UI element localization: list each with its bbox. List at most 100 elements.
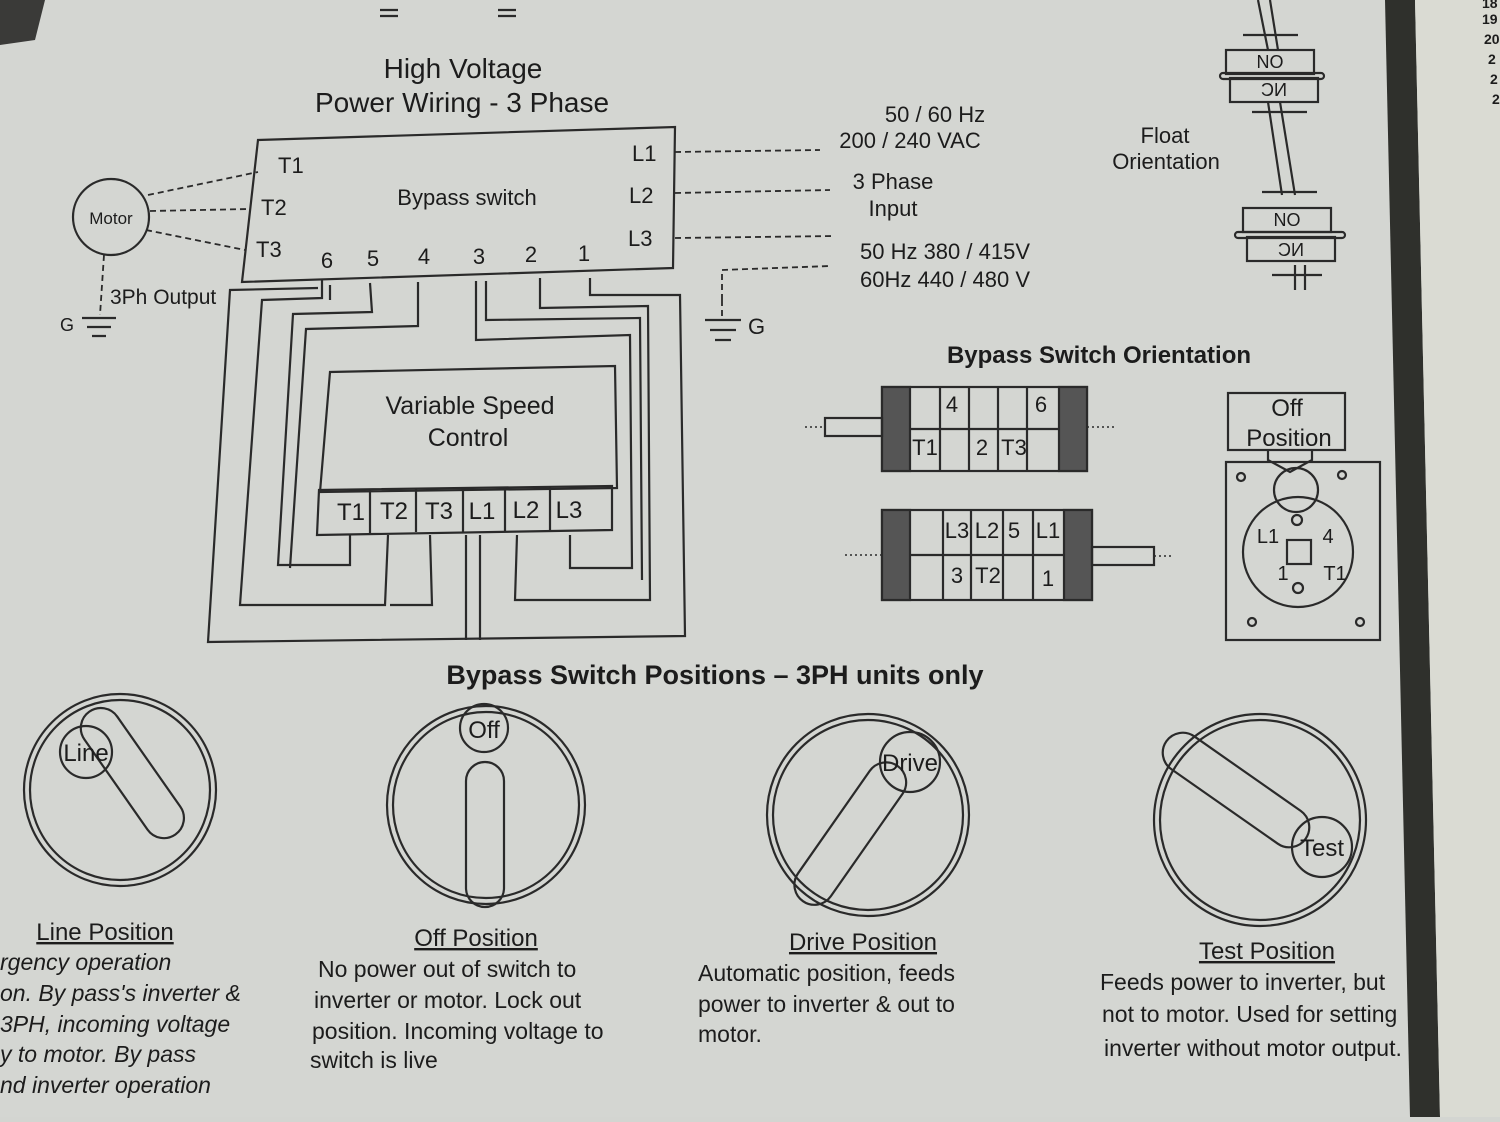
label-text: Float: [1141, 123, 1190, 148]
label-text: 200 / 240 VAC: [839, 128, 981, 153]
label-text: Drive Position: [789, 929, 937, 956]
label-text: rgency operation: [0, 949, 171, 975]
label-text: 2: [976, 435, 988, 460]
label-text: 2: [1488, 51, 1496, 67]
label-text: on. By pass's inverter &: [0, 980, 241, 1006]
label-text: L1: [1036, 518, 1060, 543]
label-text: Off Position: [414, 925, 538, 952]
position-drive: Drive Drive Position Automatic position,…: [698, 712, 971, 1047]
label-text: NO: [1257, 52, 1284, 72]
label-text: inverter or motor. Lock out: [314, 987, 582, 1013]
label-text: High Voltage: [384, 53, 543, 84]
label-text: Automatic position, feeds: [698, 960, 955, 986]
label-text: Line Position: [36, 919, 173, 946]
float-orientation: Float Orientation NO NC NO NC: [1112, 0, 1347, 290]
label-text: T1: [337, 499, 365, 526]
label-text: 18: [1482, 0, 1498, 11]
label-text: 6: [1035, 392, 1047, 417]
label-text: switch is live: [310, 1047, 438, 1073]
label-text: T1: [278, 153, 304, 178]
label-text: 5: [367, 246, 379, 271]
label-text: No power out of switch to: [318, 956, 576, 982]
label-text: T2: [975, 563, 1001, 588]
label-text: 2: [1492, 91, 1500, 107]
label-text: Input: [869, 196, 918, 221]
label-text: G: [60, 315, 74, 335]
label-text: 4: [418, 244, 430, 269]
label-text: Position: [1246, 425, 1331, 452]
label-text: 50 / 60 Hz: [885, 102, 985, 127]
label-text: Bypass Switch Orientation: [947, 342, 1251, 369]
label-text: Off: [468, 717, 500, 744]
label-text: 5: [1008, 518, 1020, 543]
label-text: L2: [629, 183, 653, 208]
label-text: 1: [1277, 563, 1288, 585]
label-text: y to motor. By pass: [0, 1041, 196, 1067]
label-text: 19: [1482, 11, 1498, 27]
label-text: 6: [321, 248, 333, 273]
label-text: 2: [1490, 71, 1498, 87]
label-text: L3: [556, 497, 583, 524]
interconnect-wires: [206, 278, 687, 644]
label-text: T3: [1001, 435, 1027, 460]
label-text: 20: [1484, 31, 1500, 47]
label-text: T3: [425, 498, 453, 525]
bypass-switch-box: T1 T2 T3 Bypass switch L1 L2 L3 6 5 4 3 …: [240, 125, 677, 284]
label-text: 3: [473, 244, 485, 269]
label-text: Test: [1300, 835, 1344, 862]
label-text: NO: [1274, 210, 1301, 230]
label-text: Power Wiring - 3 Phase: [315, 87, 609, 118]
label-text: Motor: [89, 209, 133, 228]
label-text: 3 Phase: [853, 169, 934, 194]
variable-speed-control: Variable Speed Control T1 T2 T3 L1 L2 L3: [315, 364, 619, 537]
label-text: 3PH, incoming voltage: [0, 1011, 230, 1037]
label-text: L1: [632, 141, 656, 166]
label-text: Test Position: [1199, 938, 1335, 965]
position-line: Line Line Position rgency operation on. …: [0, 692, 241, 1098]
label-text: T1: [1323, 563, 1346, 585]
label-text: T1: [912, 435, 938, 460]
label-text: 50 Hz 380 / 415V: [860, 239, 1030, 264]
label-text: 4: [946, 392, 958, 417]
label-text: Orientation: [1112, 149, 1220, 174]
label-text: L3: [945, 518, 969, 543]
label-text: L3: [628, 226, 652, 251]
label-text: Feeds power to inverter, but: [1100, 969, 1386, 995]
label-text: power to inverter & out to: [698, 991, 955, 1017]
label-text: inverter without motor output.: [1104, 1035, 1402, 1061]
label-text: 1: [578, 241, 590, 266]
edge-numbers: 18 19 20 2 2 2: [1482, 0, 1500, 107]
label-text: L1: [1257, 526, 1279, 548]
label-text: not to motor. Used for setting: [1102, 1001, 1397, 1027]
label-text: Variable Speed: [385, 392, 554, 420]
diagram-title: High Voltage Power Wiring - 3 Phase: [315, 53, 609, 118]
label-text: G: [748, 314, 765, 339]
label-text: 4: [1322, 526, 1333, 548]
label-text: T2: [261, 195, 287, 220]
label-text: T3: [256, 237, 282, 262]
label-text: L2: [513, 497, 540, 524]
label-text: position. Incoming voltage to: [312, 1018, 604, 1044]
position-test: Test Test Position Feeds power to invert…: [1100, 712, 1402, 1061]
label-text: Off: [1271, 395, 1303, 422]
motor: Motor 3Ph Output G: [60, 171, 259, 338]
label-text: T2: [380, 498, 408, 525]
label-edge: [1385, 0, 1440, 1117]
label-text: 3: [951, 563, 963, 588]
label-text: 3Ph Output: [110, 286, 216, 309]
label-text: 1: [1042, 566, 1054, 591]
label-text: Bypass switch: [397, 185, 536, 210]
input-lines: 50 / 60 Hz 200 / 240 VAC 3 Phase Input 5…: [674, 102, 1030, 342]
label-text: NC: [1261, 80, 1287, 100]
label-text: motor.: [698, 1021, 762, 1047]
label-text: Control: [428, 424, 509, 452]
positions-title: Bypass Switch Positions – 3PH units only: [446, 660, 983, 690]
label-text: L2: [975, 518, 999, 543]
label-text: 60Hz 440 / 480 V: [860, 267, 1030, 292]
label-text: nd inverter operation: [0, 1072, 211, 1098]
dark-edge-left: [0, 0, 45, 45]
label-text: Line: [63, 740, 108, 767]
label-text: L1: [469, 498, 496, 525]
